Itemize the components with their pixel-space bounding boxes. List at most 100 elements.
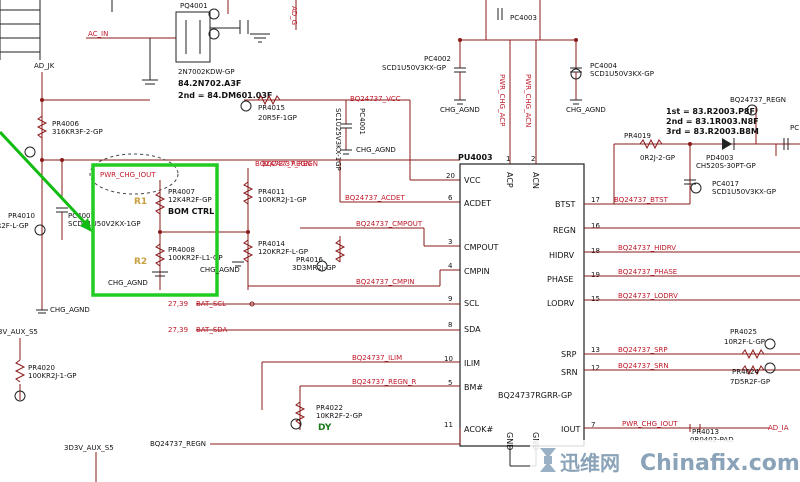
r1-label: R1 <box>134 197 147 207</box>
pd4003-ref: PD4003 <box>706 154 733 162</box>
net-chg-agnd-mid: CHG_AGND <box>200 266 240 274</box>
pin-srp: SRP <box>561 350 577 359</box>
pin-cmpin-num: 4 <box>448 262 453 270</box>
net-regn-bottom: BQ24737_REGN <box>150 440 206 448</box>
net-pwr-chg-iout-left: PWR_CHG_IOUT <box>100 171 156 179</box>
pin-phase-num: 19 <box>591 271 600 279</box>
ic-ref: PU4003 <box>458 153 493 162</box>
net-regn-top-label: BQ24737_REGN <box>262 160 318 168</box>
pr4006-value: 316KR3F-2-GP <box>52 128 103 136</box>
net-chg-agnd-pc4004: CHG_AGND <box>566 106 606 114</box>
pin-iout: IOUT <box>561 425 581 434</box>
pc4003-ref: PC4003 <box>510 14 537 22</box>
ic-part: BQ24737RGRR-GP <box>498 391 572 400</box>
pc4007-ref: PC4007 <box>68 212 95 220</box>
pin-cmpin: CMPIN <box>464 267 490 276</box>
net-srp: BQ24737_SRP <box>618 346 668 354</box>
ic-pin-bot-0: GND <box>505 432 514 450</box>
net-regn-left: BQ24737_REGN <box>255 160 311 168</box>
pin-srn-num: 12 <box>591 364 600 372</box>
pq4001-group: AC_IN PQ4001 AD_G 2N7002KDW-GP 84.2N702.… <box>86 0 298 100</box>
net-srn: BQ24737_SRN <box>618 362 669 370</box>
ic-pu4003: PU4003 BQ24737RGRR-GP ACP ACN 1 2 GND GN… <box>458 153 585 467</box>
pin-acdet: ACDET <box>464 199 491 208</box>
bom-line-2: 2nd = 83.1R003.N8F <box>666 117 759 126</box>
pr4019-value: 0R2J-2-GP <box>640 154 675 162</box>
ref-scl: 27,39 <box>168 300 188 308</box>
net-btst: BQ24737_BTST <box>614 196 669 204</box>
pin-scl-num: 9 <box>448 295 452 303</box>
iout-divider-group: PWR_CHG_IOUT PR4007 12K4R2F-GP BOM CTRL … <box>89 153 248 297</box>
net-bat-sda: BAT_SDA <box>196 326 228 334</box>
pr4022-value: 10KR2F-2-GP <box>316 412 362 420</box>
net-phase: BQ24737_PHASE <box>618 268 677 276</box>
net-cmpin: BQ24737_CMPIN <box>356 278 415 286</box>
net-chg-agnd-vcc: CHG_AGND <box>356 146 396 154</box>
pin-ilim: ILIM <box>464 359 480 368</box>
pr4013-ref: PR4013 <box>692 428 719 436</box>
ic-left-pins: VCC 20 ACDET 6 CMPOUT 3 CMPIN 4 SCL 9 SD… <box>444 172 498 434</box>
watermark-brand-cn: 迅维网 <box>560 451 620 475</box>
pr4025-ref: PR4025 <box>730 328 757 336</box>
net-acdet: BQ24737_ACDET <box>345 194 405 202</box>
pin-acok: ACOK# <box>464 425 493 434</box>
frame-grid <box>0 0 113 60</box>
watermark-logo-icon <box>540 448 556 472</box>
net-hidrv: BQ24737_HIDRV <box>618 244 676 252</box>
left-divider-group: AD_JK PR4006 316KR3F-2-GP PC4007 SCD01U5… <box>0 62 460 314</box>
pr4008-value: 100KR2F-L1-GP <box>168 254 223 262</box>
bom-ctrl-label: BOM CTRL <box>168 207 214 216</box>
pr4014-value: 120KR2F-L-GP <box>258 248 308 256</box>
ic-right-pins: BTST 17 REGN 16 HIDRV 18 PHASE 19 LODRV … <box>547 196 600 434</box>
pin-btst: BTST <box>555 200 575 209</box>
watermark-brand-en: Chinafix.com <box>640 451 800 476</box>
ic-pin-top-0: ACP <box>505 172 514 188</box>
pc4001-ref: PC4001 <box>358 108 366 135</box>
pq4001-alt2: 2nd = 84.DM601.03F <box>178 91 272 100</box>
dy-label: DY <box>318 423 332 433</box>
bus-nets-group: 27,39 BAT_SCL 27,39 BAT_SDA 3V_AUX_S5 PR… <box>0 300 461 482</box>
pq4001-ref: PQ4001 <box>180 2 208 10</box>
pr4020-ref: PR4020 <box>28 364 55 372</box>
pin-srn: SRN <box>561 368 578 377</box>
pin-hidrv-num: 18 <box>591 247 600 255</box>
pin-cmpout-num: 3 <box>448 238 452 246</box>
pin-hidrv: HIDRV <box>549 251 575 260</box>
acp-acn-group: PC4003 PWR_CHG_ACP PWR_CHG_ACN PC4002 SC… <box>382 0 654 164</box>
net-lodrv: BQ24737_LODRV <box>618 292 678 300</box>
net-chg-agnd-pc4002: CHG_AGND <box>440 106 480 114</box>
pin-vcc-num: 20 <box>446 172 455 180</box>
pr4015-ref: PR4015 <box>258 104 285 112</box>
net-ac-in: AC_IN <box>88 30 108 38</box>
pin-regn: REGN <box>553 226 576 235</box>
ic-pin-top-1-num: 2 <box>531 155 535 163</box>
pc4002-value: SCD1U50V3KX-GP <box>382 64 446 72</box>
pq4001-part: 2N7002KDW-GP <box>178 68 235 76</box>
acdet-cmp-group: BQ24737_REGN PR4011 100KR2J-1-GP PR4014 … <box>242 160 460 290</box>
net-chg-agnd-box: CHG_AGND <box>108 279 148 287</box>
pr4020-value: 100KR2J-1-GP <box>28 372 77 380</box>
pin-phase: PHASE <box>547 275 573 284</box>
pr4007-value: 12K4R2F-GP <box>168 196 212 204</box>
net-3v-aux-s5: 3V_AUX_S5 <box>0 328 38 336</box>
pr4014-ref: PR4014 <box>258 240 285 248</box>
highlight-arrow <box>0 130 92 232</box>
pin-iout-num: 7 <box>591 421 595 429</box>
pin-sda: SDA <box>464 325 481 334</box>
net-pwr-chg-iout: PWR_CHG_IOUT <box>622 420 678 428</box>
net-ad-ia: AD_IA <box>768 424 789 432</box>
net-ilim: BQ24737_ILIM <box>352 354 402 362</box>
pin-sda-num: 8 <box>448 321 452 329</box>
ic-pin-top-0-num: 1 <box>506 155 510 163</box>
pr4025-value: 10R2F-L-GP <box>724 338 765 346</box>
pr4007-ref: PR4007 <box>168 188 195 196</box>
net-bat-scl: BAT_SCL <box>196 300 226 308</box>
pr4010-ref: PR4010 <box>8 212 35 220</box>
pin-bm: BM# <box>464 383 483 392</box>
pr4024-ref: PR4024 <box>732 368 759 376</box>
pin-acdet-num: 6 <box>448 194 453 202</box>
pq4001-alt1: 84.2N702.A3F <box>178 79 241 88</box>
pr4011-value: 100KR2J-1-GP <box>258 196 307 204</box>
net-ad-g: AD_G <box>290 6 298 25</box>
